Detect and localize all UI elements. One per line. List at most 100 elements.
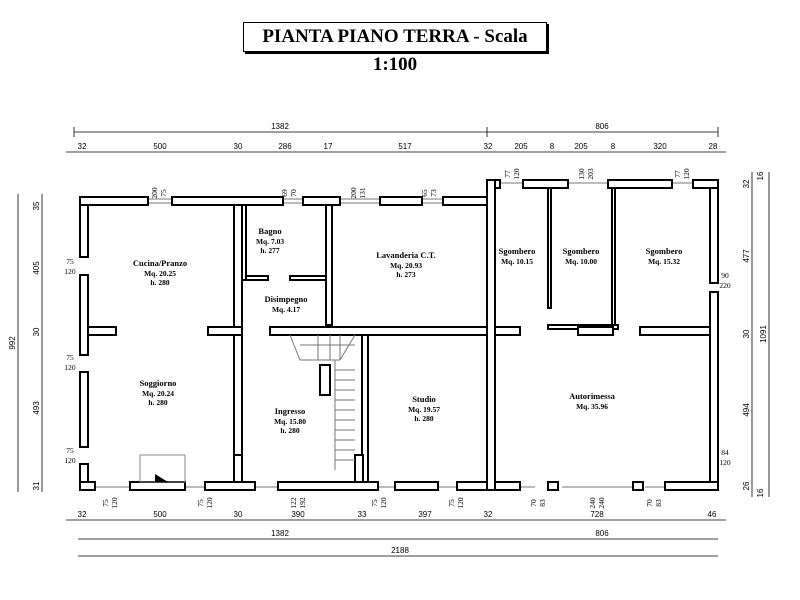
dim-label: 477 [742,249,751,263]
label: Autorimessa [569,391,616,401]
window-openings [95,182,693,488]
top-dimensions: 1382 806 32 500 30 286 17 517 32 205 8 2… [66,122,726,153]
label: 120 [205,497,214,509]
label: 75 [66,257,74,266]
dim-label: 494 [742,403,751,417]
label: Sgombero [646,246,683,256]
label: 203 [586,168,595,180]
dim-label: 500 [153,142,167,151]
label: 120 [682,168,691,180]
dim-label: 32 [78,510,87,519]
label: 75 [447,499,456,507]
label: 120 [64,363,76,372]
label: 192 [298,497,307,509]
label: 69 [280,189,289,197]
label: Mq. 7.03 [256,237,284,246]
label: h. 280 [148,398,167,407]
label: 120 [110,497,119,509]
label: 90 [721,271,729,280]
label: 70 [289,189,298,197]
label: 65 [420,189,429,197]
label: 122 [289,497,298,509]
label: 83 [654,499,663,507]
label: Mq. 20.93 [390,261,422,270]
dim-label: 30 [32,327,41,336]
label: 75 [66,446,74,455]
dim-label: 32 [484,510,493,519]
label: 75 [196,499,205,507]
dim-label: 46 [708,510,717,519]
label: Soggiorno [140,378,177,388]
label: h. 273 [396,270,415,279]
dim-label: 30 [234,510,243,519]
label: Mq. 10.15 [501,257,533,266]
dim-label: 17 [324,142,333,151]
label: Sgombero [563,246,600,256]
label: 120 [64,267,76,276]
label: 75 [370,499,379,507]
drawing-title: PIANTA PIANO TERRA - Scala 1:100 [243,22,547,75]
label: 70 [645,499,654,507]
dim-label: 33 [358,510,367,519]
label: Sgombero [499,246,536,256]
dim-label: 26 [742,481,751,490]
dim-label: 806 [595,529,609,538]
label: 120 [379,497,388,509]
label: 130 [577,168,586,180]
label: 84 [721,448,729,457]
label: 220 [719,281,731,290]
label: Disimpegno [265,294,308,304]
dim-label: 205 [514,142,528,151]
label: 200 [150,187,159,199]
staircase [289,334,356,470]
label: 131 [358,187,367,199]
dim-label: 31 [32,481,41,490]
dim-label: 32 [78,142,87,151]
dim-label: 32 [742,179,751,188]
label: Ingresso [275,406,306,416]
dim-label: 390 [291,510,305,519]
dim-label: 16 [756,171,765,180]
dim-label: 1091 [759,325,768,343]
label: 75 [66,353,74,362]
dim-label: 1382 [271,529,289,538]
label: 120 [456,497,465,509]
label: 75 [101,499,110,507]
dim-label: 493 [32,401,41,415]
walls [79,179,719,491]
dim-label: 397 [418,510,432,519]
label: Mq. 20.25 [144,269,176,278]
label: 77 [673,170,682,178]
label: 77 [503,170,512,178]
label: 83 [538,499,547,507]
dim-label: 992 [8,336,17,350]
label: 73 [429,189,438,197]
dim-label: 1382 [271,122,289,131]
dim-label: 205 [574,142,588,151]
label: 240 [588,497,597,509]
dim-label: 405 [32,261,41,275]
dim-label: 28 [709,142,718,151]
right-dimensions: 32 16 477 30 494 26 16 1091 [742,171,770,497]
dim-label: 517 [398,142,412,151]
label: h. 277 [260,246,279,255]
label: 120 [512,168,521,180]
dim-label: 500 [153,510,167,519]
label: Mq. 20.24 [142,389,174,398]
dim-label: 32 [484,142,493,151]
label: 75 [159,189,168,197]
label: Mq. 19.57 [408,405,440,414]
label: 120 [64,456,76,465]
label: Mq. 15.32 [648,257,680,266]
dim-label: 35 [32,201,41,210]
label: 200 [349,187,358,199]
label: 70 [529,499,538,507]
label: Cucina/Pranzo [133,258,187,268]
